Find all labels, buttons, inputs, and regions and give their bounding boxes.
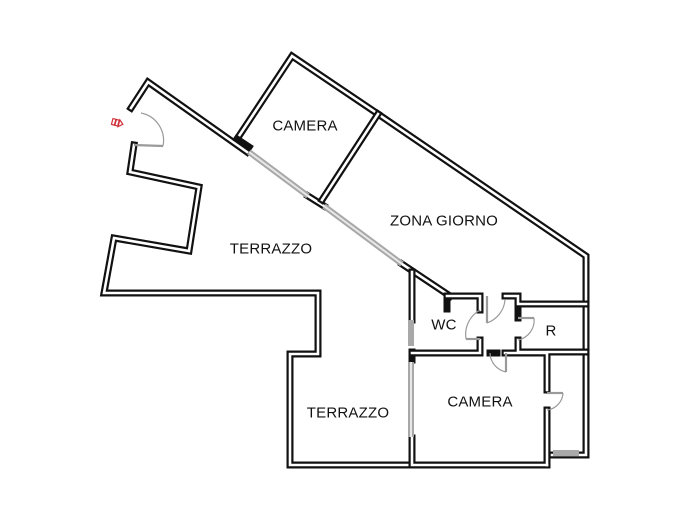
room-label-wc: WC bbox=[431, 316, 457, 334]
entrance-arrow-icon bbox=[111, 117, 124, 128]
camera-door[interactable] bbox=[489, 352, 508, 373]
room-label-camera-bottom: CAMERA bbox=[447, 393, 513, 411]
room-label-terrazzo-main: TERRAZZO bbox=[229, 240, 313, 258]
windows bbox=[247, 149, 579, 456]
room-label-terrazzo-lower: TERRAZZO bbox=[306, 404, 390, 422]
room-label-camera-top: CAMERA bbox=[272, 117, 338, 135]
doors bbox=[133, 112, 564, 411]
room-label-zona-giorno: ZONA GIORNO bbox=[389, 212, 499, 230]
closet-door[interactable] bbox=[546, 391, 564, 411]
interior-walls-inner bbox=[320, 112, 588, 467]
ripostiglio-door[interactable] bbox=[517, 316, 535, 341]
hall-door[interactable] bbox=[485, 296, 506, 324]
room-label-ripostiglio: R bbox=[545, 322, 557, 340]
wc-door[interactable] bbox=[465, 309, 481, 341]
entrance-door[interactable] bbox=[133, 112, 165, 148]
